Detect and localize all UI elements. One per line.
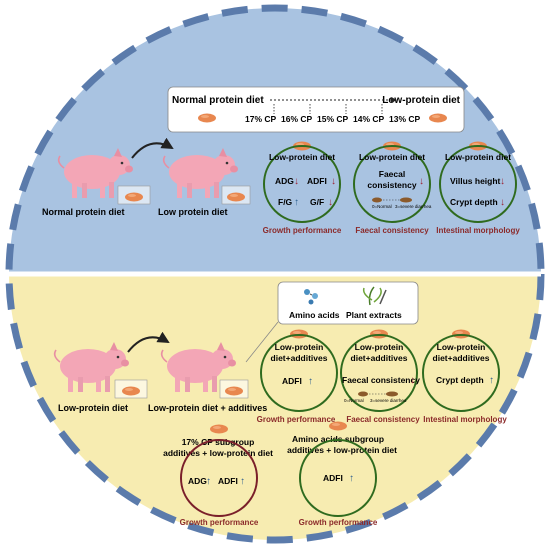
- cp-level-4: 14% CP: [353, 114, 385, 124]
- svg-text:↓: ↓: [328, 197, 333, 208]
- feed-pile-icon: [198, 113, 216, 123]
- svg-text:Low-protein diet: Low-protein diet: [445, 152, 511, 162]
- svg-text:Low-protein diet: Low-protein diet: [269, 152, 335, 162]
- top-pig-right-label: Low protein diet: [158, 207, 228, 217]
- svg-text:ADFI: ADFI: [323, 473, 343, 483]
- svg-text:↓: ↓: [419, 176, 424, 187]
- svg-text:Low-protein: Low-protein: [355, 342, 404, 352]
- svg-text:Crypt depth: Crypt depth: [436, 375, 484, 385]
- svg-text:Faecal consistency: Faecal consistency: [342, 375, 420, 385]
- svg-text:Low-protein diet: Low-protein diet: [359, 152, 425, 162]
- top-pig-left-label: Normal protein diet: [42, 207, 125, 217]
- caption-intestinal-morphology: Intestinal morphology: [423, 415, 507, 424]
- svg-text:ADFI: ADFI: [218, 476, 238, 486]
- transition-arrow: [127, 331, 170, 353]
- caption-growth-performance: Growth performance: [299, 518, 378, 527]
- bottom-pig-right-label: Low-protein diet + additives: [148, 403, 267, 413]
- bottom-faecal-circle: Low-protein diet+additives Faecal consis…: [340, 329, 420, 424]
- svg-text:ADG: ADG: [275, 176, 294, 186]
- svg-text:↓: ↓: [331, 176, 336, 187]
- plant-extract-icon: [362, 286, 387, 306]
- caption-growth-performance: Growth performance: [263, 226, 342, 235]
- svg-text:↓: ↓: [500, 176, 505, 187]
- top-growth-circle: Low-protein diet ADG ↓ ADFI ↓ F/G ↑ G/F …: [263, 141, 342, 235]
- subgroup-amino-acids-circle: Amino acids subgroup additives + low-pro…: [287, 421, 397, 527]
- svg-text:additives + low-protein diet: additives + low-protein diet: [287, 445, 397, 455]
- svg-text:consistency: consistency: [367, 180, 416, 190]
- svg-text:↑: ↑: [489, 375, 494, 386]
- svg-text:↓: ↓: [294, 176, 299, 187]
- banner-left-label: Normal protein diet: [172, 95, 264, 106]
- cp-level-1: 17% CP: [245, 114, 277, 124]
- svg-text:diet+additives: diet+additives: [271, 353, 328, 363]
- banner-right-label: Low-protein diet: [382, 95, 460, 106]
- protein-gradient-banner: Normal protein diet Low-protein diet 17%…: [167, 86, 465, 133]
- feed-pile-icon: [122, 386, 140, 396]
- svg-text:Low-protein: Low-protein: [275, 342, 324, 352]
- svg-text:Crypt depth: Crypt depth: [450, 197, 498, 207]
- bottom-pig-left-label: Low-protein diet: [58, 403, 128, 413]
- cp-level-5: 13% CP: [389, 114, 421, 124]
- feed-pile-icon: [429, 113, 447, 123]
- svg-text:Faecal: Faecal: [379, 169, 405, 179]
- amino-acid-icon: [304, 289, 318, 305]
- svg-text:0=Normal: 0=Normal: [372, 204, 392, 209]
- svg-text:↓: ↓: [500, 197, 505, 208]
- svg-text:0=Normal: 0=Normal: [344, 398, 364, 403]
- svg-text:↑: ↑: [206, 476, 211, 487]
- svg-text:ADFI: ADFI: [307, 176, 327, 186]
- svg-text:diet+additives: diet+additives: [433, 353, 490, 363]
- svg-text:3=severe diarrhea: 3=severe diarrhea: [395, 204, 432, 209]
- svg-text:↑: ↑: [349, 473, 354, 484]
- bottom-growth-circle: Low-protein diet+additives ADFI ↑ Growth…: [257, 329, 338, 424]
- feed-pile-icon: [225, 386, 243, 396]
- svg-text:diet+additives: diet+additives: [351, 353, 408, 363]
- bottom-intestinal-circle: Low-protein diet+additives Crypt depth ↑…: [422, 329, 507, 424]
- svg-text:ADFI: ADFI: [282, 376, 302, 386]
- callout-line: [245, 321, 279, 363]
- cp-level-3: 15% CP: [317, 114, 349, 124]
- feed-pile-icon: [227, 192, 245, 202]
- svg-text:3=severe diarrhea: 3=severe diarrhea: [370, 398, 407, 403]
- svg-text:Villus height: Villus height: [450, 176, 501, 186]
- caption-intestinal-morphology: Intestinal morphology: [436, 226, 520, 235]
- subgroup-17cp-circle: 17% CP subgroup additives + low-protein …: [163, 424, 273, 527]
- svg-text:G/F: G/F: [310, 197, 324, 207]
- svg-text:ADG: ADG: [188, 476, 207, 486]
- svg-text:↑: ↑: [308, 376, 313, 387]
- svg-text:F/G: F/G: [278, 197, 293, 207]
- top-faecal-circle: Low-protein diet Faecal consistency ↓ 0=…: [353, 141, 432, 235]
- additives-box: Amino acids Plant extracts: [277, 281, 419, 325]
- svg-text:17% CP subgroup: 17% CP subgroup: [182, 437, 255, 447]
- svg-text:additives + low-protein diet: additives + low-protein diet: [163, 448, 273, 458]
- additive-plant-extracts: Plant extracts: [346, 310, 402, 320]
- cp-level-2: 16% CP: [281, 114, 313, 124]
- caption-growth-performance: Growth performance: [180, 518, 259, 527]
- svg-text:↑: ↑: [240, 476, 245, 487]
- top-intestinal-circle: Low-protein diet Villus height ↓ Crypt d…: [436, 141, 520, 235]
- svg-text:↑: ↑: [294, 197, 299, 208]
- caption-growth-performance: Growth performance: [257, 415, 336, 424]
- svg-text:Low-protein: Low-protein: [437, 342, 486, 352]
- svg-text:↓: ↓: [410, 375, 415, 386]
- caption-faecal-consistency: Faecal consistency: [355, 226, 429, 235]
- transition-arrow: [131, 137, 174, 159]
- additive-amino-acids: Amino acids: [289, 310, 340, 320]
- caption-faecal-consistency: Faecal consistency: [346, 415, 420, 424]
- feed-pile-icon: [125, 192, 143, 202]
